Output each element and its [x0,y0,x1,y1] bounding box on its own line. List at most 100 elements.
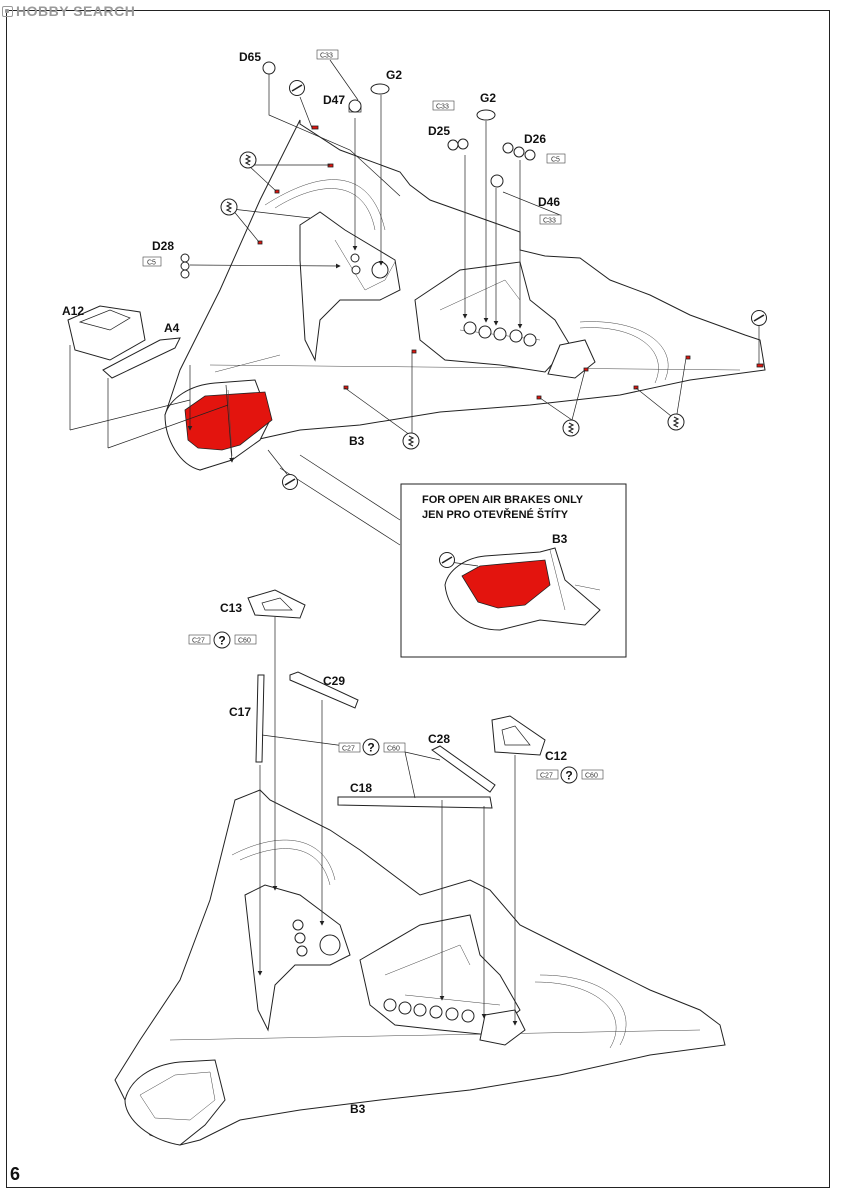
upper-wing-assembly [67,59,768,546]
part-g2-a-shape [370,83,390,95]
part-d46-shape [490,174,504,188]
part-d25-shape [447,138,469,151]
upper-leading-curve [264,179,386,231]
lower-part-labels: C13 C27 C60 C29 C17 C27 C60 C28 C12 C27 … [188,601,604,1116]
label-c13: C13 [220,601,242,615]
upper-tip-curve [579,321,669,381]
ref-box [383,742,406,753]
label-d47: D47 [323,93,345,107]
upper-flap-line [214,354,281,373]
lower-door-part [479,1009,526,1046]
ref-box [536,769,559,780]
lower-tip-curve-2 [534,981,617,1049]
label-b3-a: B3 [349,434,365,448]
ref-c5-a: C5 [551,157,560,164]
air-brake-callout: FOR OPEN AIR BRAKES ONLY JEN PRO OTEVŘEN… [400,483,627,658]
part-c12-shape [491,715,546,756]
ref-c5-b: C5 [147,260,156,267]
part-a12-shape [67,305,146,361]
glue-icon [750,309,768,327]
lower-trailing-line [169,1029,701,1041]
label-c18: C18 [350,781,372,795]
label-c29: C29 [323,674,345,688]
ref-box [316,49,339,60]
part-c18-shape [337,796,493,809]
question-mark-icon [213,631,231,649]
part-d28-shape [180,253,190,279]
lower-intake-inner [139,1071,216,1121]
label-g2-a: G2 [386,68,402,82]
label-a12: A12 [62,304,84,318]
part-c17-shape [255,674,265,763]
drill-hole-icon [239,151,257,169]
glue-icon [438,551,456,569]
ref-c60-b: C60 [387,746,400,753]
upper-brake-split [227,389,233,457]
part-a4-shape [102,337,181,379]
callout-air-brake-red [461,559,551,609]
page-number: 6 [10,1164,21,1184]
ref-c27-a: C27 [192,638,205,645]
label-d46: D46 [538,195,560,209]
lower-leading-curve-2 [239,848,331,886]
ref-box [142,256,162,267]
part-d26-shape [502,142,536,161]
drill-hole-icon [562,419,580,437]
label-c28: C28 [428,732,450,746]
part-c28-shape [431,745,496,793]
ref-c60-a: C60 [238,638,251,645]
ref-box [546,153,566,164]
label-d65: D65 [239,50,261,64]
callout-leader [449,561,479,567]
label-d28: D28 [152,239,174,253]
part-d65-shape [262,61,276,75]
label-d25: D25 [428,124,450,138]
upper-part-labels: D65 C33 G2 D47 C33 G2 D25 D26 C5 D46 C33… [62,49,566,448]
upper-leader-lines [69,59,760,546]
ref-c27-c: C27 [540,773,553,780]
label-d26: D26 [524,132,546,146]
drill-hole-icon [667,413,685,431]
lower-gear-cluster [292,919,475,1023]
ref-box [581,769,604,780]
watermark: HOBBY SEARCH [2,3,135,19]
callout-part-b3: B3 [552,532,568,546]
lower-wing-assembly [114,589,726,1146]
watermark-logo-icon [2,5,13,17]
drill-hole-icon [220,198,238,216]
ref-c60-c: C60 [585,773,598,780]
lower-intake [124,1059,226,1146]
upper-tip-curve-2 [579,327,659,384]
label-c12: C12 [545,749,567,763]
label-a4: A4 [164,321,180,335]
part-c13-shape [247,589,306,619]
ref-box [234,634,257,645]
label-c17: C17 [229,705,251,719]
part-d47-shape [348,99,362,113]
label-g2-b: G2 [480,91,496,105]
ref-c27-b: C27 [342,746,355,753]
glue-icon [281,473,299,491]
page-frame [6,10,830,1188]
glue-icon [288,79,306,97]
upper-gear-cluster [350,253,537,347]
drill-hole-icon [402,432,420,450]
upper-left-well [299,211,401,362]
label-b3-b: B3 [350,1102,366,1116]
ref-c33-c: C33 [543,218,556,225]
callout-line-2: JEN PRO OTEVŘENÉ ŠTÍTY [422,508,569,521]
part-g2-b-shape [476,109,496,121]
callout-line-1: FOR OPEN AIR BRAKES ONLY [422,494,584,506]
ref-box [188,634,211,645]
question-mark-icon [560,766,578,784]
part-c29-shape [289,671,359,709]
question-mark-icon [362,738,380,756]
upper-left-well-detail [334,239,396,291]
ref-box [338,742,361,753]
ref-box [432,100,455,111]
ref-box [539,214,562,225]
callout-detail-lines [549,549,601,611]
watermark-text: HOBBY SEARCH [16,3,136,19]
ref-c33-a: C33 [320,53,333,60]
